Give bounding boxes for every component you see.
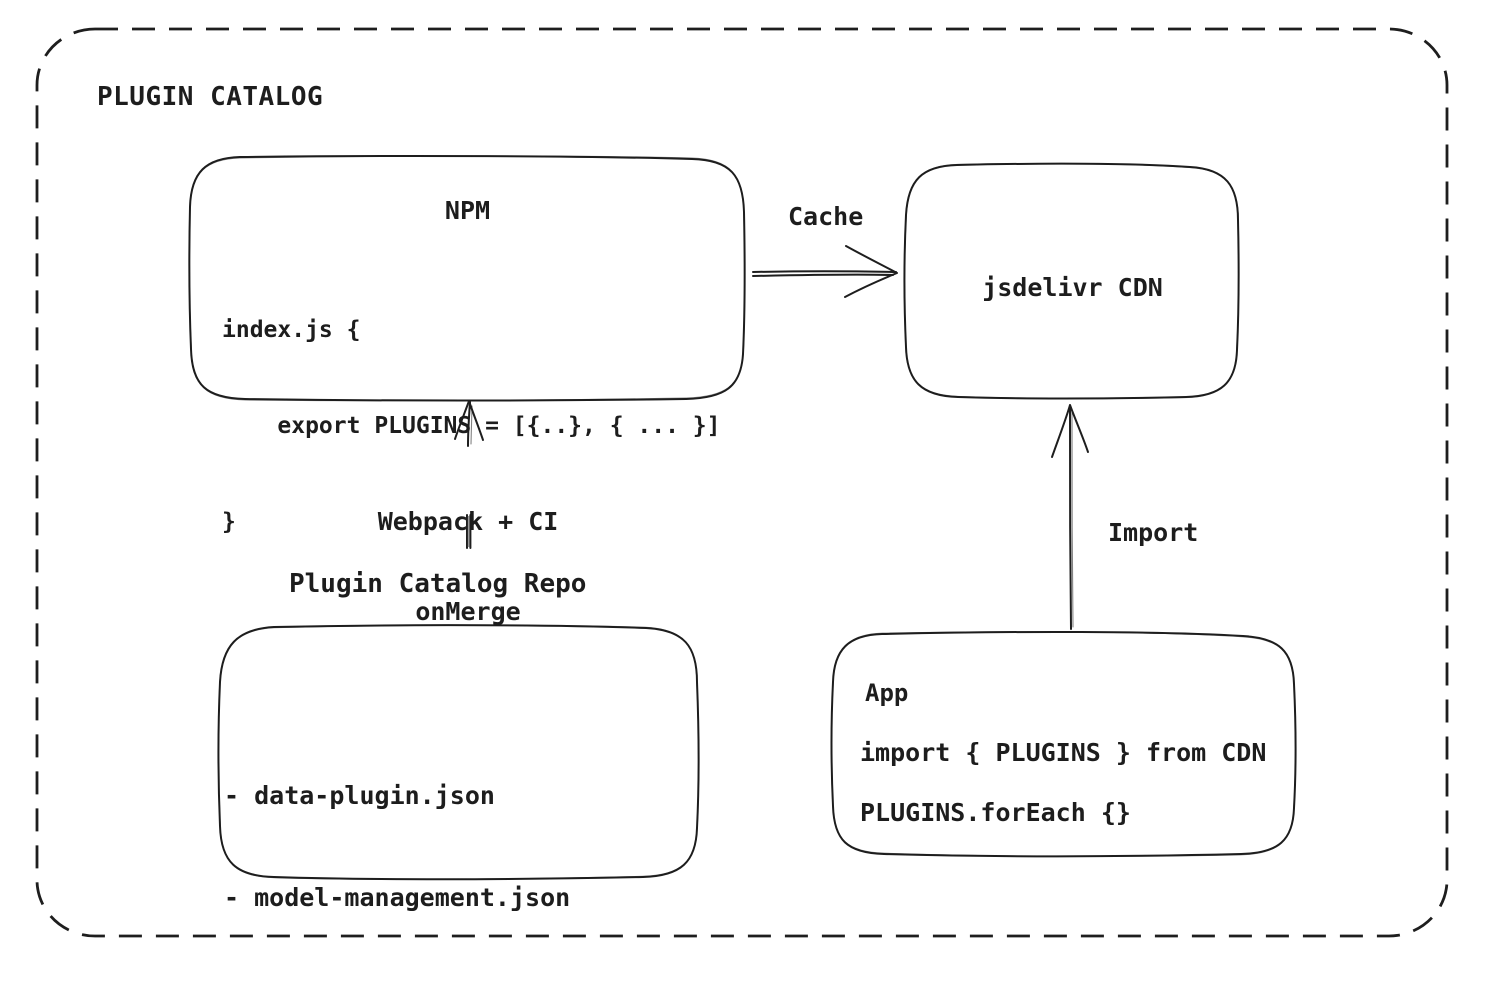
build-arrow-label: Webpack + CI onMerge (318, 447, 618, 687)
repo-file-item: ... (224, 985, 270, 1002)
npm-code-line: export PLUGINS = [{..}, { ... }] (222, 413, 721, 439)
repo-file-list: - data-plugin.json - model-management.js… (224, 711, 570, 1002)
app-box (830, 630, 1297, 858)
build-arrow-label-line2: onMerge (415, 597, 521, 626)
npm-box (188, 154, 746, 402)
cdn-box (903, 162, 1240, 400)
import-arrow-label: Import (1108, 518, 1199, 547)
build-connector-line (466, 514, 472, 549)
diagram-title: PLUGIN CATALOG (97, 82, 324, 112)
npm-code-line: } (222, 509, 236, 535)
build-arrow (454, 400, 484, 447)
npm-code-block: index.js { export PLUGINS = [{..}, { ...… (222, 250, 721, 602)
import-arrow (1051, 404, 1089, 630)
npm-code-line: index.js { (222, 317, 361, 343)
app-box-title: App (865, 679, 909, 707)
repo-box-title: Plugin Catalog Repo (289, 569, 587, 599)
repo-file-item: - data-plugin.json (224, 781, 495, 810)
cache-arrow-label: Cache (788, 202, 864, 231)
catalog-boundary (35, 27, 1449, 938)
app-code-line: import { PLUGINS } from CDN (860, 738, 1267, 767)
cache-arrow (752, 245, 898, 298)
npm-box-title: NPM (444, 196, 491, 225)
build-arrow-label-line1: Webpack + CI (377, 507, 559, 536)
app-code-line: PLUGINS.forEach {} (860, 798, 1131, 827)
cdn-box-title: jsdelivr CDN (982, 273, 1163, 302)
repo-box (217, 624, 700, 881)
repo-file-item: - model-management.json (224, 883, 571, 912)
